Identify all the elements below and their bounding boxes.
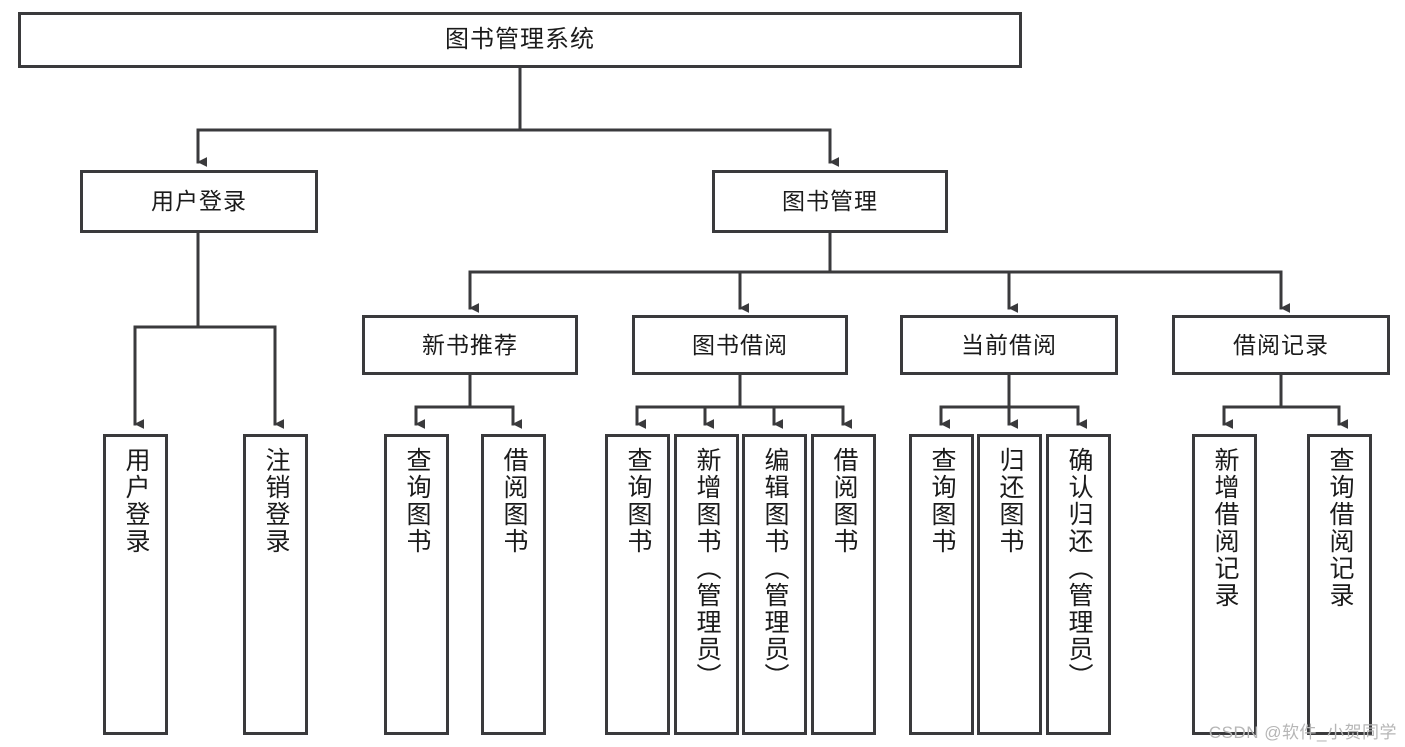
leaf-current-confirm-return-admin[interactable]: 确认归还（管理员） xyxy=(1046,434,1111,735)
leaf-user-logout[interactable]: 注销登录 xyxy=(243,434,308,735)
node-label: 新书推荐 xyxy=(422,331,518,358)
node-label: 图书管理系统 xyxy=(445,26,595,53)
node-label: 用户登录 xyxy=(122,447,150,555)
leaf-current-return-book[interactable]: 归还图书 xyxy=(977,434,1042,735)
leaf-borrow-edit-book-admin[interactable]: 编辑图书（管理员） xyxy=(742,434,807,735)
node-new-book-recommend[interactable]: 新书推荐 xyxy=(362,315,578,375)
node-label: 借阅图书 xyxy=(500,447,528,555)
node-label: 当前借阅 xyxy=(961,331,1057,358)
node-current-borrow[interactable]: 当前借阅 xyxy=(900,315,1118,375)
node-label: 图书借阅 xyxy=(692,331,788,358)
leaf-borrow-borrow-book[interactable]: 借阅图书 xyxy=(811,434,876,735)
leaf-record-add-borrow-record[interactable]: 新增借阅记录 xyxy=(1192,434,1257,735)
leaf-borrow-add-book-admin[interactable]: 新增图书（管理员） xyxy=(674,434,739,735)
node-label: 编辑图书（管理员） xyxy=(761,447,789,690)
node-label: 归还图书 xyxy=(996,447,1024,555)
node-borrow-record[interactable]: 借阅记录 xyxy=(1172,315,1390,375)
node-book-management[interactable]: 图书管理 xyxy=(712,170,948,233)
leaf-current-query-book[interactable]: 查询图书 xyxy=(909,434,974,735)
leaf-record-query-borrow-record[interactable]: 查询借阅记录 xyxy=(1307,434,1372,735)
leaf-recommend-query-book[interactable]: 查询图书 xyxy=(384,434,449,735)
node-label: 查询图书 xyxy=(624,447,652,555)
node-label: 借阅记录 xyxy=(1233,331,1329,358)
node-book-borrow[interactable]: 图书借阅 xyxy=(632,315,848,375)
node-label: 确认归还（管理员） xyxy=(1065,447,1093,690)
leaf-user-login[interactable]: 用户登录 xyxy=(103,434,168,735)
node-root-library-system[interactable]: 图书管理系统 xyxy=(18,12,1022,68)
leaf-borrow-query-book[interactable]: 查询图书 xyxy=(605,434,670,735)
node-label: 新增借阅记录 xyxy=(1211,447,1239,609)
node-label: 用户登录 xyxy=(151,188,247,214)
node-label: 注销登录 xyxy=(262,447,290,555)
node-user-login[interactable]: 用户登录 xyxy=(80,170,318,233)
leaf-recommend-borrow-book[interactable]: 借阅图书 xyxy=(481,434,546,735)
node-label: 借阅图书 xyxy=(830,447,858,555)
node-label: 查询图书 xyxy=(928,447,956,555)
node-label: 查询借阅记录 xyxy=(1326,447,1354,609)
node-label: 查询图书 xyxy=(403,447,431,555)
node-label: 图书管理 xyxy=(782,188,878,214)
node-label: 新增图书（管理员） xyxy=(693,447,721,690)
